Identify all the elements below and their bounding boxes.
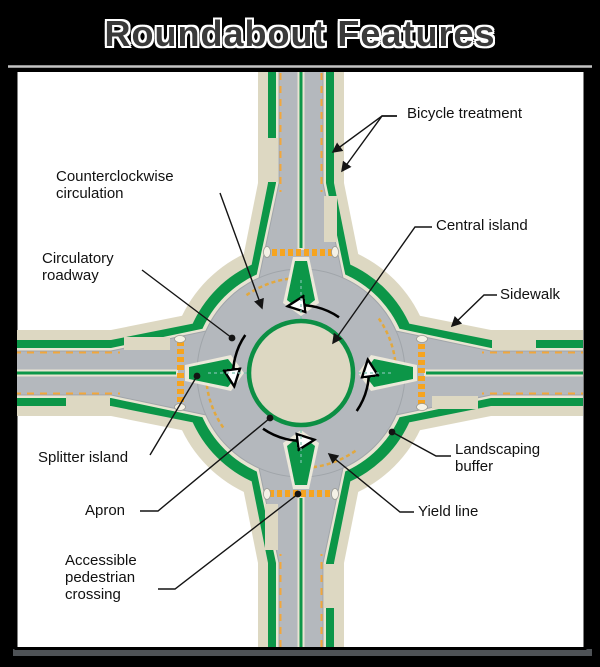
leader-yield-line bbox=[327, 453, 414, 513]
leader-landscaping-buffer bbox=[391, 431, 451, 457]
label-apron: Apron bbox=[85, 502, 126, 519]
leader-bicycle-treatment-2 bbox=[341, 115, 397, 173]
label-central-island: Central island bbox=[436, 217, 528, 234]
label-yield-line: Yield line bbox=[418, 503, 479, 520]
page-title: Roundabout Features bbox=[104, 13, 496, 54]
leader-dots bbox=[193, 334, 396, 498]
leader-counterclockwise-circulation bbox=[219, 192, 264, 310]
label-counterclockwise-circulation: Counterclockwise circulation bbox=[56, 168, 174, 202]
label-landscaping-buffer: Landscaping buffer bbox=[455, 441, 541, 475]
leader-splitter-island bbox=[149, 375, 198, 456]
leader-lines bbox=[140, 115, 497, 590]
label-bicycle-treatment: Bicycle treatment bbox=[407, 105, 523, 122]
label-splitter-island: Splitter island bbox=[38, 449, 129, 466]
leader-accessible-crossing bbox=[158, 493, 299, 590]
leader-apron bbox=[140, 417, 271, 512]
leader-central-island bbox=[332, 226, 432, 345]
label-accessible-pedestrian-crossing: Accessible pedestrian crossing bbox=[65, 552, 137, 603]
leader-circulatory-roadway bbox=[141, 269, 233, 339]
frame-bottom-shadow bbox=[13, 649, 592, 656]
leader-sidewalk bbox=[450, 294, 497, 328]
central-island-circle bbox=[246, 318, 356, 428]
roundabout-plan bbox=[17, 72, 583, 647]
label-circulatory-roadway: Circulatory roadway bbox=[42, 250, 114, 284]
label-sidewalk: Sidewalk bbox=[500, 286, 561, 303]
